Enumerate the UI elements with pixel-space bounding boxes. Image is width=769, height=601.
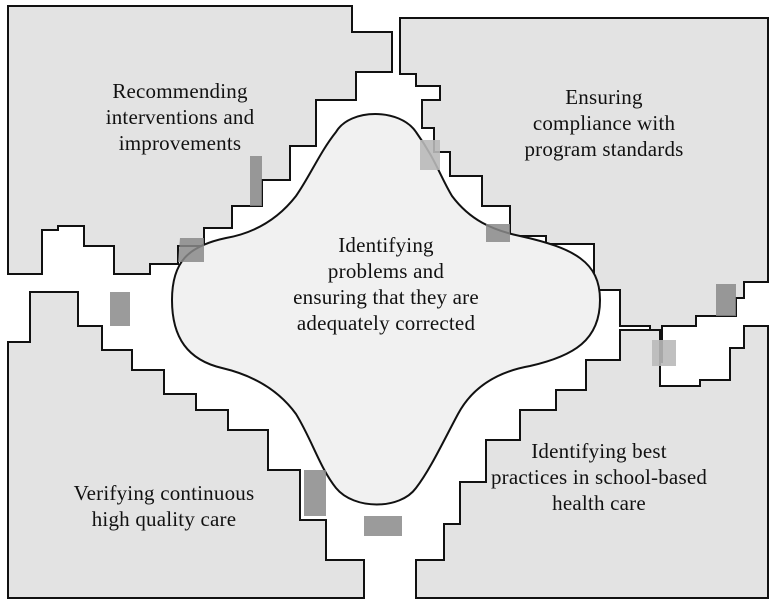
label-center: Identifying problems and ensuring that t… (246, 232, 526, 336)
bevel-shade-2 (110, 292, 130, 326)
label-top-left-line-1: Recommending (60, 78, 300, 104)
label-top-right-line-1: Ensuring (484, 84, 724, 110)
label-center-line-2: problems and (246, 258, 526, 284)
bevel-shade-4 (716, 284, 736, 316)
label-center-line-4: adequately corrected (246, 310, 526, 336)
label-bottom-left-line-2: high quality care (34, 506, 294, 532)
bevel-shade-7 (364, 516, 402, 536)
label-bottom-left-line-1: Verifying continuous (34, 480, 294, 506)
label-top-right-line-3: program standards (484, 136, 724, 162)
label-bottom-right-line-2: practices in school-based (448, 464, 750, 490)
bevel-shade-5 (652, 340, 676, 366)
bevel-shade-8 (420, 140, 440, 170)
label-top-left-line-2: interventions and (60, 104, 300, 130)
label-bottom-left: Verifying continuous high quality care (34, 480, 294, 532)
label-top-right: Ensuring compliance with program standar… (484, 84, 724, 162)
bevel-shade-9 (250, 156, 262, 206)
label-top-left: Recommending interventions and improveme… (60, 78, 300, 156)
label-bottom-right: Identifying best practices in school-bas… (448, 438, 750, 516)
label-bottom-right-line-3: health care (448, 490, 750, 516)
label-center-line-3: ensuring that they are (246, 284, 526, 310)
label-center-line-1: Identifying (246, 232, 526, 258)
label-bottom-right-line-1: Identifying best (448, 438, 750, 464)
label-top-right-line-2: compliance with (484, 110, 724, 136)
bevel-shade-1 (178, 238, 204, 262)
label-top-left-line-3: improvements (60, 130, 300, 156)
bevel-shade-6 (304, 470, 326, 516)
